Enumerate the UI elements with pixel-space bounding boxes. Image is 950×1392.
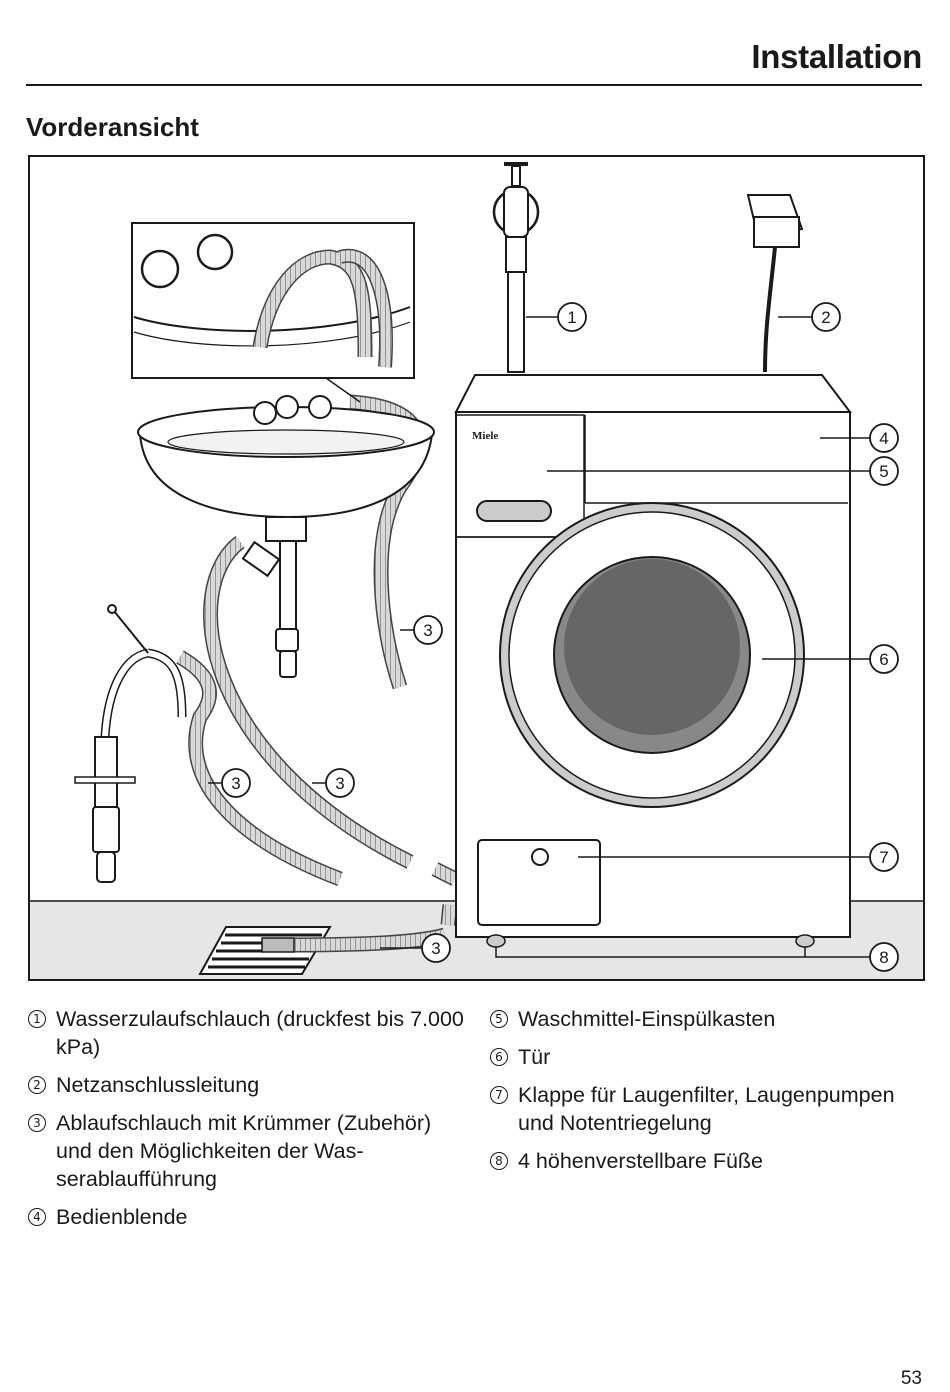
callout-3-floor: 3 <box>421 933 451 963</box>
legend-number: 7 <box>490 1086 508 1104</box>
legend-item: 3 Ablaufschlauch mit Krümmer (Zube­hör) … <box>28 1109 468 1193</box>
drain-standpipe <box>74 604 187 883</box>
legend-number: 3 <box>28 1114 46 1132</box>
svg-text:4: 4 <box>879 429 888 448</box>
svg-text:3: 3 <box>335 774 344 793</box>
callout-3-sink: 3 <box>413 615 443 645</box>
legend-column-right: 5 Waschmittel-Einspülkasten 6 Tür 7 Klap… <box>490 1005 920 1185</box>
svg-text:5: 5 <box>879 462 888 481</box>
callout-4: 4 <box>869 423 899 453</box>
svg-text:3: 3 <box>231 774 240 793</box>
legend-text: Ablaufschlauch mit Krümmer (Zube­hör) un… <box>56 1111 432 1191</box>
legend-item: 6 Tür <box>490 1043 920 1071</box>
legend-text: Tür <box>518 1045 551 1069</box>
callout-3-middle: 3 <box>325 768 355 798</box>
detail-inset <box>131 222 415 403</box>
svg-text:3: 3 <box>423 621 432 640</box>
svg-text:1: 1 <box>567 308 576 327</box>
header-divider <box>26 84 922 86</box>
legend-number: 6 <box>490 1048 508 1066</box>
legend-number: 1 <box>28 1010 46 1028</box>
water-tap <box>492 162 540 373</box>
svg-text:7: 7 <box>879 848 888 867</box>
wash-basin <box>137 395 435 678</box>
callout-5: 5 <box>869 456 899 486</box>
callout-7: 7 <box>869 842 899 872</box>
legend-item: 7 Klappe für Laugenfilter, Laugenpum­pen… <box>490 1081 920 1137</box>
callout-8: 8 <box>869 942 899 972</box>
svg-text:3: 3 <box>431 939 440 958</box>
legend-text: Klappe für Laugenfilter, Laugenpum­pen u… <box>518 1083 895 1135</box>
front-view-illustration: Miele 1 2 <box>28 155 925 981</box>
legend-item: 1 Wasserzulaufschlauch (druckfest bis 7.… <box>28 1005 468 1061</box>
legend-text: Netzanschlussleitung <box>56 1073 260 1097</box>
legend-text: Waschmittel-Einspülkasten <box>518 1007 776 1031</box>
legend-number: 2 <box>28 1076 46 1094</box>
svg-text:2: 2 <box>821 308 830 327</box>
legend-number: 4 <box>28 1208 46 1226</box>
legend-item: 4 Bedienblende <box>28 1203 468 1231</box>
svg-text:6: 6 <box>879 650 888 669</box>
section-title: Vorderansicht <box>26 112 199 142</box>
callout-2: 2 <box>811 302 841 332</box>
power-socket <box>746 194 804 373</box>
page-header-title: Installation <box>751 38 922 75</box>
legend-text: 4 höhenverstellbare Füße <box>518 1149 764 1173</box>
legend-item: 2 Netzanschlussleitung <box>28 1071 468 1099</box>
legend-text: Wasserzulaufschlauch (druckfest bis 7.00… <box>56 1007 464 1059</box>
legend-number: 5 <box>490 1010 508 1028</box>
legend-number: 8 <box>490 1152 508 1170</box>
page-number: 53 <box>900 1368 922 1389</box>
svg-text:8: 8 <box>879 948 888 967</box>
callout-3-standpipe: 3 <box>221 768 251 798</box>
brand-logo: Miele <box>472 430 498 442</box>
washing-machine: Miele <box>454 374 853 948</box>
legend-text: Bedienblende <box>56 1205 188 1229</box>
callout-leaders <box>208 316 870 958</box>
callout-6: 6 <box>869 644 899 674</box>
legend-item: 8 4 höhenverstellbare Füße <box>490 1147 920 1175</box>
legend-column-left: 1 Wasserzulaufschlauch (druckfest bis 7.… <box>28 1005 468 1241</box>
callout-1: 1 <box>557 302 587 332</box>
legend-item: 5 Waschmittel-Einspülkasten <box>490 1005 920 1033</box>
